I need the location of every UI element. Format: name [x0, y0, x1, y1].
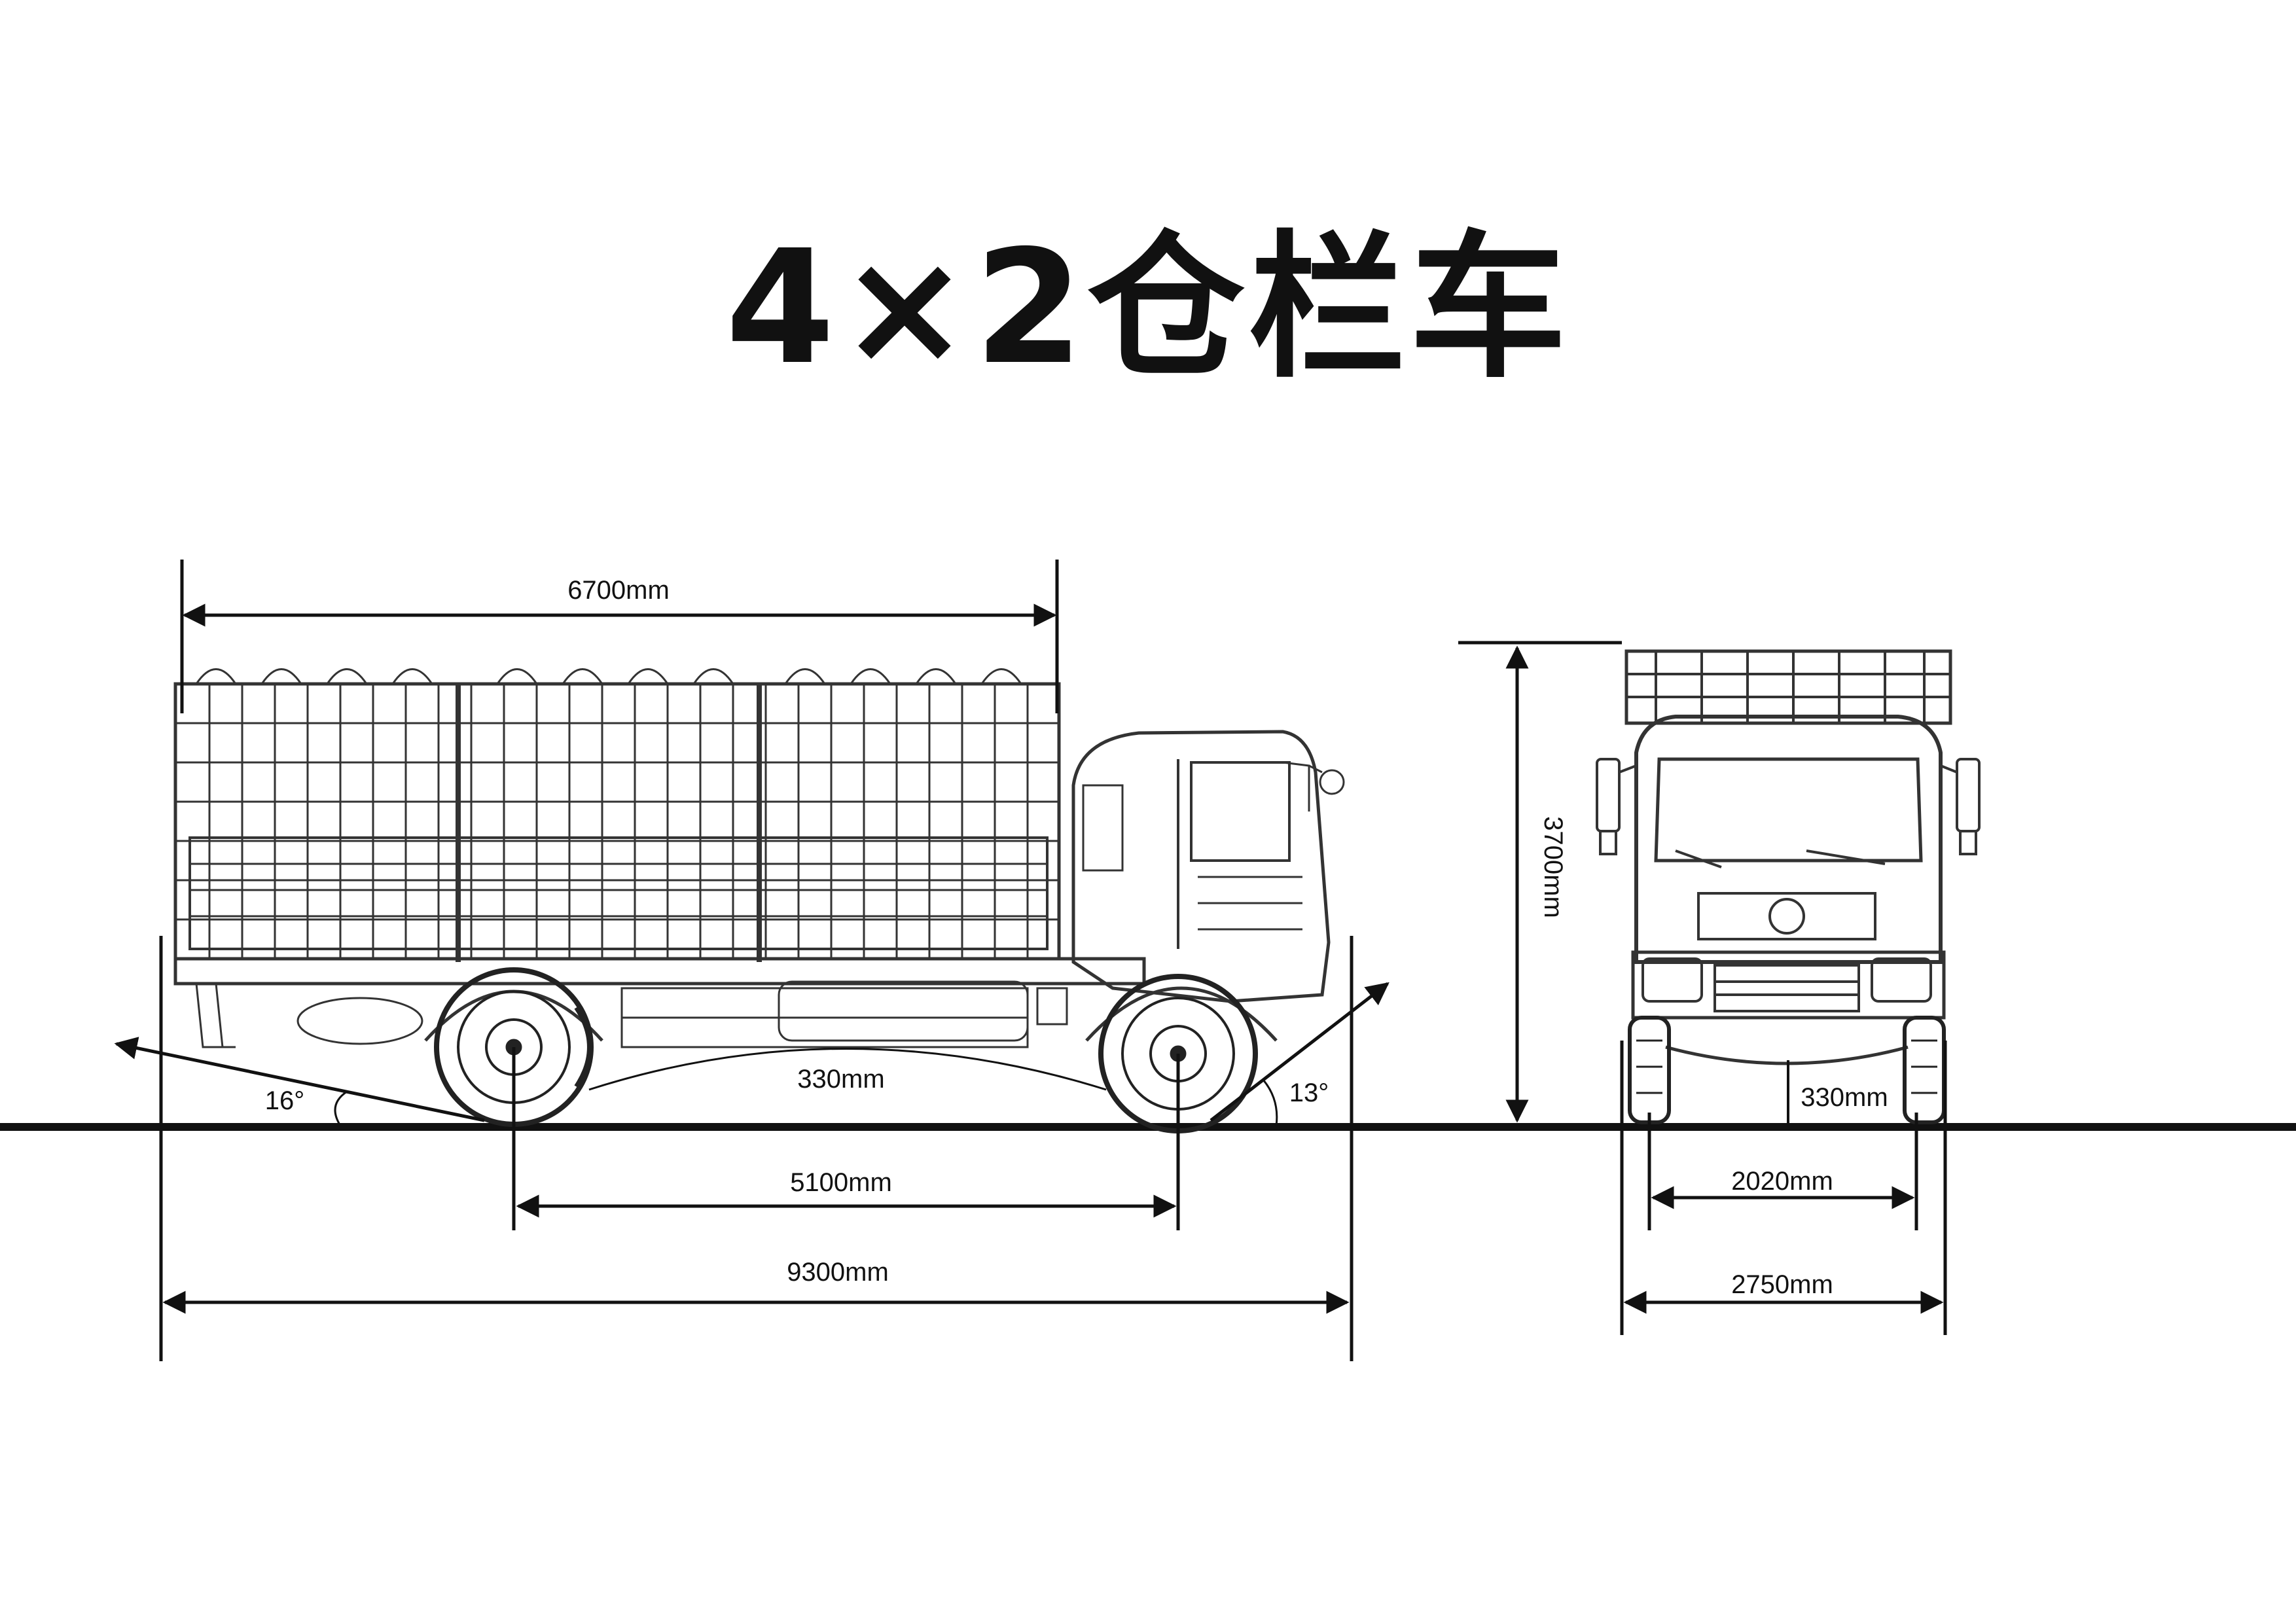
- page-title: 4×2仓栏车: [725, 216, 1571, 399]
- side-view-truck: [173, 668, 1345, 1048]
- front-view-truck: [1596, 649, 1981, 1065]
- departure-angle-line: [114, 1037, 485, 1122]
- track-width-label: 2020mm: [1731, 1167, 1833, 1196]
- departure-angle-label: 16°: [265, 1086, 305, 1115]
- overall-height-label: 3700mm: [1539, 816, 1568, 918]
- front-left-tire: [1628, 1016, 1671, 1124]
- approach-angle-arc: [1262, 1079, 1278, 1126]
- front-right-tire: [1903, 1016, 1946, 1124]
- overall-length-label: 9300mm: [787, 1258, 889, 1287]
- front-ground-clearance-label: 330mm: [1801, 1083, 1888, 1112]
- approach-angle-line: [1210, 982, 1390, 1122]
- departure-angle-arc: [334, 1090, 348, 1126]
- approach-angle-label: 13°: [1289, 1079, 1329, 1107]
- overall-width-label: 2750mm: [1731, 1270, 1833, 1299]
- wheelbase-label: 5100mm: [790, 1168, 892, 1197]
- cargo-length-label: 6700mm: [567, 576, 670, 605]
- side-ground-clearance-label: 330mm: [797, 1065, 884, 1094]
- ground-clearance-arc: [588, 1048, 1107, 1091]
